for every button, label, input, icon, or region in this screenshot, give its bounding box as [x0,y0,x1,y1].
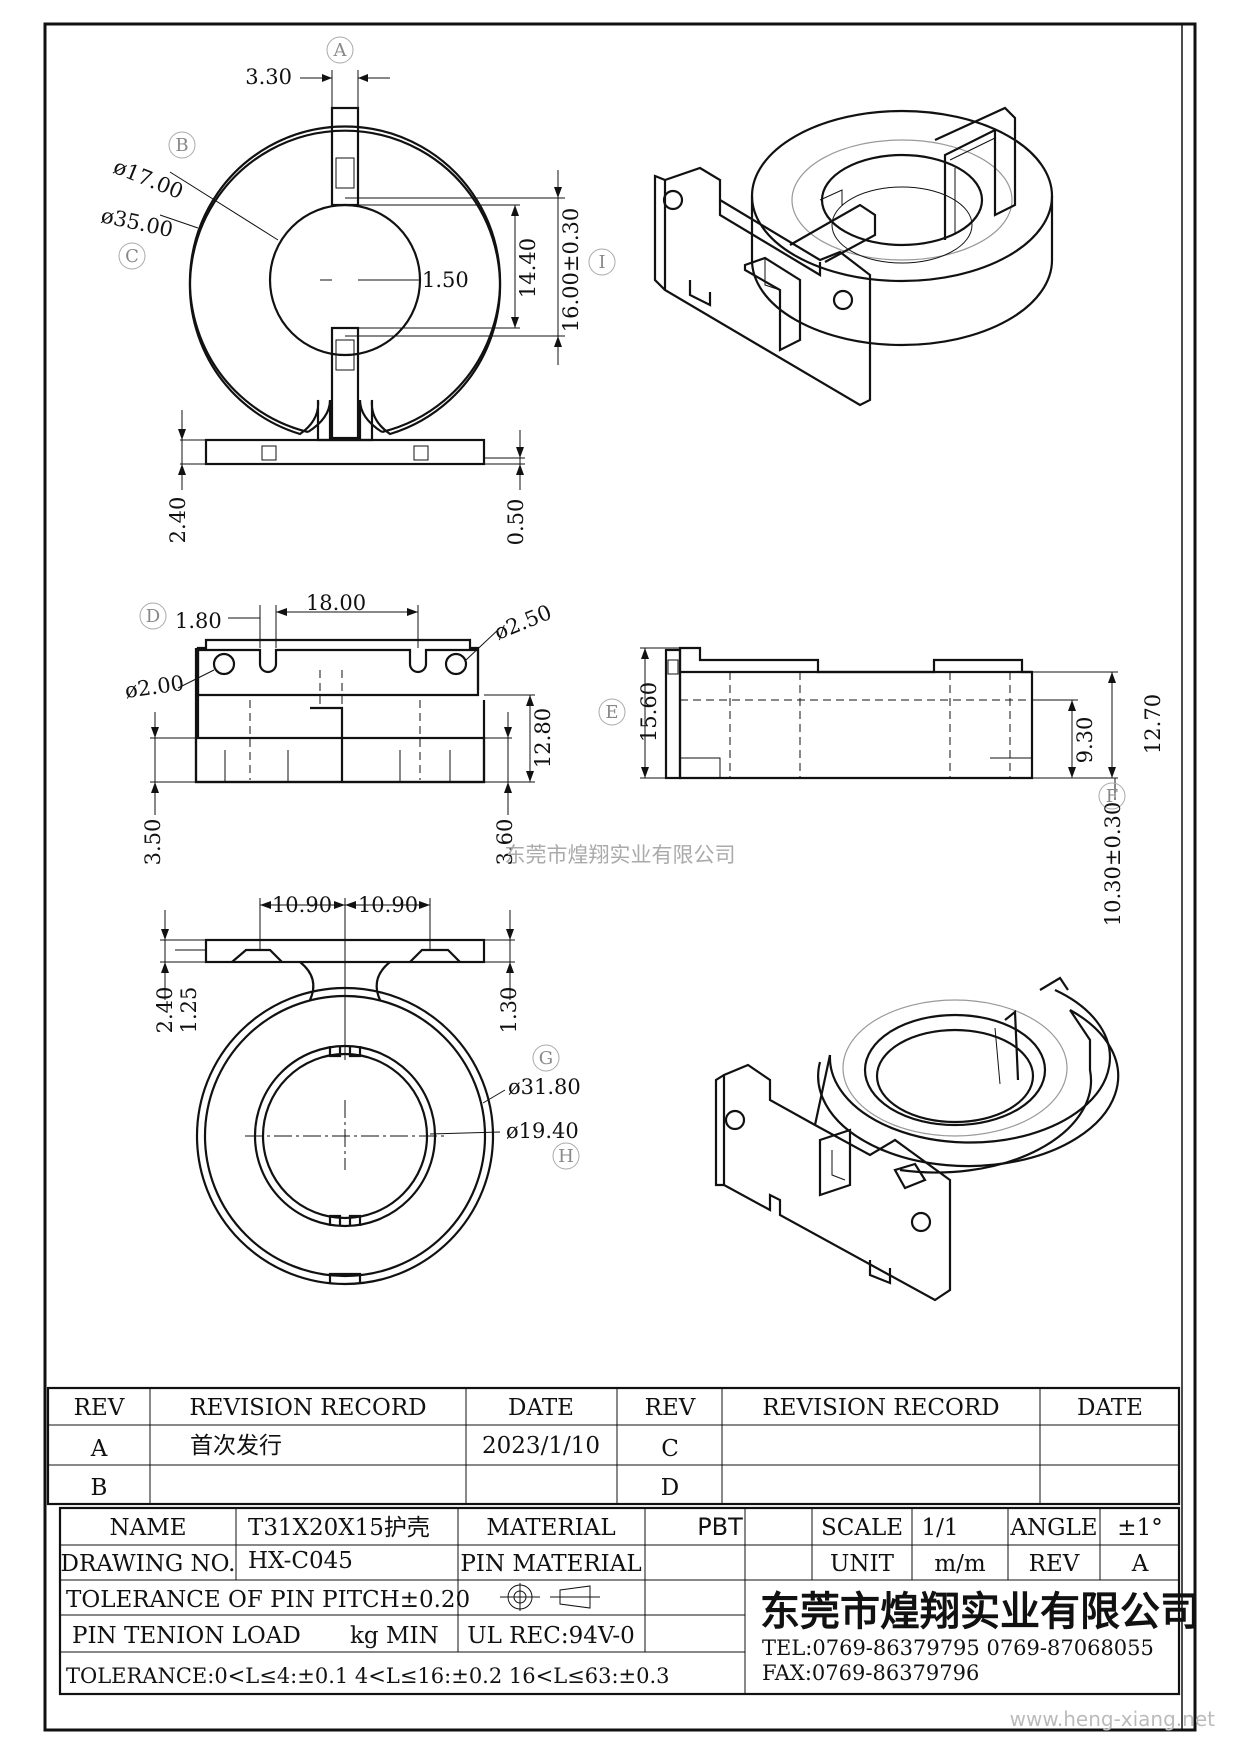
dim-1-30: 1.30 [497,987,521,1034]
dim-1-25: 1.25 [177,987,201,1034]
dim-1-50: 1.50 [422,268,469,292]
date-header-1: DATE [508,1395,574,1421]
side-view-right [640,646,1118,800]
side-view-left [150,605,535,815]
rev-header-1: REV [74,1395,125,1421]
bubble-g: G [539,1048,553,1069]
bubble-b-ring [168,131,196,159]
material-value: PBT [697,1513,743,1541]
dim-1-80: 1.80 [175,609,222,633]
dim-dia17: ø17.00 [110,154,186,204]
dim-2-40-bottom: 2.40 [153,987,177,1034]
bubble-h: H [558,1146,574,1167]
bubble-e: E [605,702,618,723]
front-view [159,70,565,490]
rev-b: B [91,1475,108,1501]
name-label: NAME [109,1515,186,1541]
isometric-view-bottom [714,976,1120,1302]
dim-16-00: 16.00±0.30 [559,208,583,332]
dim-10-30: 10.30±0.30 [1101,802,1125,926]
scale-value: 1/1 [921,1515,958,1541]
date-header-2: DATE [1077,1395,1143,1421]
dim-14-40: 14.40 [516,238,540,298]
angle-value: ±1° [1117,1515,1162,1541]
revision-record-header-2: REVISION RECORD [762,1395,999,1421]
pin-tenion-load-unit: kg MIN [350,1623,439,1649]
rev-a-date: 2023/1/10 [482,1433,600,1459]
dim-12-80: 12.80 [531,708,555,768]
revision-table [46,1386,1181,1506]
dim-dia35: ø35.00 [99,203,175,242]
rev-a: A [90,1436,108,1462]
bubble-f-ring [1098,782,1126,810]
dim-3-60: 3.60 [493,819,517,866]
angle-label: ANGLE [1009,1515,1097,1541]
dim-dia31-80: ø31.80 [508,1075,581,1099]
drawing-no-value: HX-C045 [248,1548,353,1574]
scale-label: SCALE [821,1515,903,1541]
watermark-center: 东莞市煌翔实业有限公司 [505,843,736,867]
outer-frame [43,22,1197,1732]
bubble-i-ring [588,248,616,276]
pin-material-label: PIN MATERIAL [460,1551,641,1577]
dim-dia19-40: ø19.40 [506,1119,579,1143]
rev-c: C [661,1436,679,1462]
bubble-h-ring [552,1142,580,1170]
tolerance-pin-pitch: TOLERANCE OF PIN PITCH±0.20 [66,1587,470,1613]
bubble-f: F [1106,786,1119,807]
name-value: T31X20X15护壳 [248,1515,430,1541]
dim-3-50: 3.50 [141,819,165,866]
bubble-d-ring [139,602,167,630]
pin-tenion-load-label: PIN TENION LOAD [72,1623,301,1649]
rev-header-2: REV [645,1395,696,1421]
dim-9-30: 9.30 [1073,717,1097,764]
material-label: MATERIAL [486,1515,615,1541]
rev-label: REV [1029,1551,1080,1577]
rev-a-record: 首次发行 [190,1433,282,1459]
dim-0-50: 0.50 [504,499,528,546]
bubble-d: D [146,606,160,627]
bubble-a: A [333,40,348,61]
company-tel: TEL:0769-86379795 0769-87068055 [762,1636,1154,1660]
bubble-i: I [598,252,605,273]
dim-2-40-top: 2.40 [166,497,190,544]
bubble-g-ring [532,1044,560,1072]
bubble-e-ring [598,698,626,726]
dim-10-90-right: 10.90 [358,893,418,917]
company-fax: FAX:0769-86379796 [762,1661,979,1685]
bubble-b: B [175,135,188,156]
dim-dia2-00: ø2.00 [123,671,185,703]
dim-dia2-50: ø2.50 [491,600,555,645]
rev-value: A [1131,1551,1149,1577]
unit-value: m/m [934,1551,986,1577]
drawing-no-label: DRAWING NO. [61,1551,236,1577]
ul-rec: UL REC:94V-0 [467,1623,635,1649]
dim-15-60: 15.60 [637,682,661,742]
rev-d: D [661,1475,679,1501]
bubble-c: C [125,246,139,267]
bubble-a-ring [326,36,354,64]
tolerance-general: TOLERANCE:0<L≤4:±0.1 4<L≤16:±0.2 16<L≤63… [66,1664,670,1688]
title-block [58,1506,1181,1696]
dim-10-90-left: 10.90 [272,893,332,917]
dim-3-30: 3.30 [245,65,292,89]
unit-label: UNIT [830,1551,895,1577]
dim-12-70: 12.70 [1141,694,1165,754]
watermark-corner: www.heng-xiang.net [1010,1707,1216,1731]
bottom-view [160,898,515,1286]
dim-18-00: 18.00 [306,591,366,615]
revision-record-header-1: REVISION RECORD [189,1395,426,1421]
bubble-c-ring [118,242,146,270]
isometric-view-top [653,106,1054,407]
company-name: 东莞市煌翔实业有限公司 [760,1589,1200,1635]
